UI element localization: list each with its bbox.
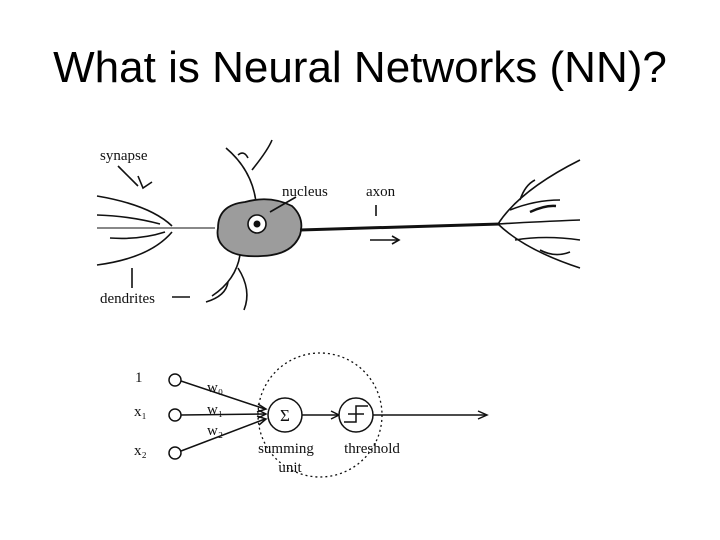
axon-terminal [519,179,536,201]
dendrite-branch [237,267,248,311]
input-label-bias: 1 [135,370,143,386]
axon-terminal [497,159,581,225]
nucleus-pointer [269,196,297,213]
weighted-connection [180,380,266,410]
dendrite-branch [96,195,173,227]
weight-label-w1: w₁ [207,402,223,418]
arrow-head-icon [391,235,401,245]
weight-label-w0: w₀ [207,380,223,396]
axon-label: axon [366,184,396,200]
slide-title: What is Neural Networks (NN)? [53,43,667,92]
axon [299,222,501,232]
axon-terminal [529,204,557,214]
input-label-x2: x₂ [134,443,147,459]
sigma-symbol: Σ [280,406,290,425]
nucleus-label: nucleus [282,184,328,200]
dendrite-branch [237,152,249,159]
weight-label-w2: w₂ [207,423,223,439]
dendrite-branch [205,281,229,303]
axon-terminal [497,219,581,225]
threshold-label: threshold [344,441,400,457]
weighted-connection [180,413,266,416]
synapse-label: synapse [100,148,148,164]
dendrite-branch [211,254,241,297]
input-node [168,373,182,387]
synapse-pointer [117,165,139,187]
dendrite-branch [225,147,257,203]
input-label-x1: x₁ [134,404,147,420]
input-node [168,408,182,422]
dendrite-branch [109,231,166,240]
arrow-head-icon [256,415,268,426]
arrow-head-icon [477,410,489,420]
biological-neuron [96,139,581,311]
dendrite-branch [96,231,173,266]
dendrite-branch [251,139,273,171]
axon-terminal [509,199,561,211]
perceptron-model [168,352,489,478]
input-node [168,446,182,460]
dendrite-branch [96,214,161,225]
summing-unit-label: unit [278,460,302,476]
synapse-marker-icon [137,175,153,190]
summing-label: summing [258,441,314,457]
axon-terminal [497,223,581,269]
weighted-connection [180,418,266,452]
axon-terminal [514,236,581,241]
axon-terminal [539,249,571,256]
dendrites-label: dendrites [100,291,155,307]
nucleus-core [253,220,261,228]
